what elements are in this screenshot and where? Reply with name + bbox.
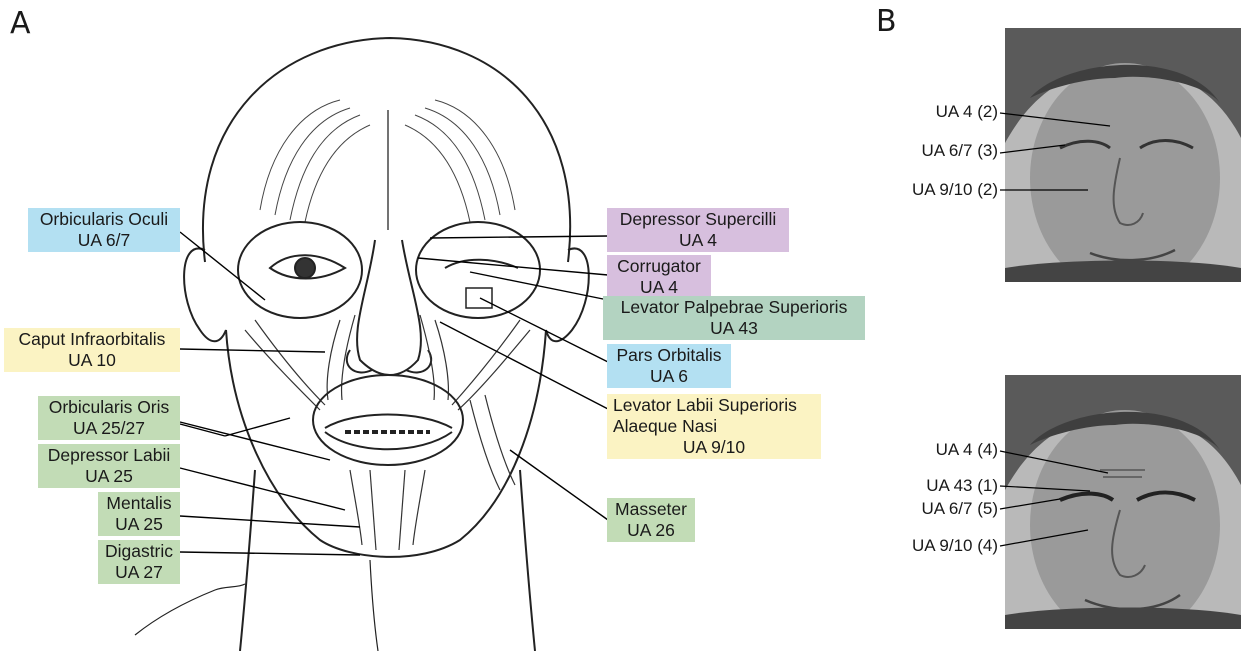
- ua-annotation-top-1: UA 4 (2): [900, 102, 998, 122]
- ua-annotation-bottom-2: UA 43 (1): [900, 476, 998, 496]
- ua-annotation-top-3: UA 9/10 (2): [870, 180, 998, 200]
- photo-face-mild: [1005, 28, 1241, 282]
- photo-face-intense: [1005, 375, 1241, 629]
- face-photo-drawing: [1005, 28, 1241, 282]
- ua-annotation-top-2: UA 6/7 (3): [880, 141, 998, 161]
- label-levator-labii: Levator Labii Superioris Alaeque Nasi UA…: [607, 394, 821, 459]
- ua-annotation-bottom-4: UA 9/10 (4): [870, 536, 998, 556]
- face-photo-drawing: [1005, 375, 1241, 629]
- ua-annotation-bottom-3: UA 6/7 (5): [880, 499, 998, 519]
- ua-annotation-bottom-1: UA 4 (4): [900, 440, 998, 460]
